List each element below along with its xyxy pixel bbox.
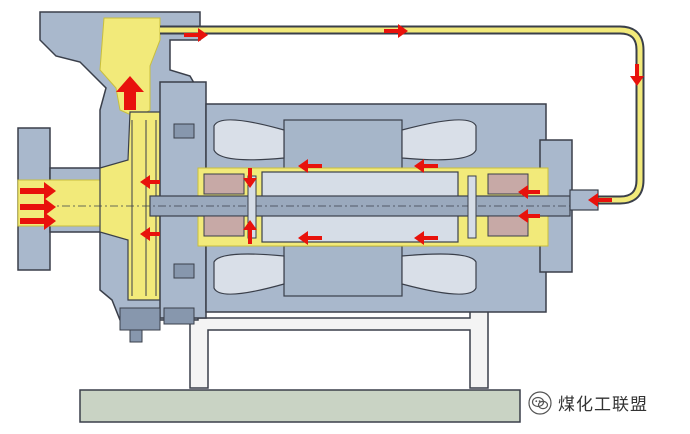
return-pipe-fluid xyxy=(160,27,643,203)
flow-arrow xyxy=(243,220,257,244)
flow-arrow xyxy=(384,24,408,38)
flow-arrow xyxy=(298,231,322,245)
flow-arrow xyxy=(414,159,438,173)
bearings xyxy=(203,173,529,237)
watermark-text: 煤化工联盟 xyxy=(558,395,648,415)
base-plate xyxy=(79,389,521,423)
flow-arrow xyxy=(588,193,612,207)
flow-arrow xyxy=(140,175,160,189)
flow-arrow xyxy=(243,168,257,188)
flow-arrow xyxy=(518,185,540,199)
flow-arrows xyxy=(20,24,644,245)
stator-windings xyxy=(213,119,477,295)
flow-arrow xyxy=(20,182,56,200)
flow-arrow xyxy=(184,28,208,42)
watermark: 煤化工联盟 xyxy=(528,390,648,415)
stator-core xyxy=(283,119,403,297)
drain-plug xyxy=(129,329,143,343)
wechat-icon xyxy=(528,390,552,415)
bolts xyxy=(119,123,195,331)
flow-arrow xyxy=(20,198,56,216)
flow-arrow xyxy=(140,227,160,241)
flow-arrow xyxy=(630,64,644,86)
flow-arrow xyxy=(116,76,144,110)
flow-arrow xyxy=(20,212,56,230)
flow-arrow xyxy=(518,209,540,223)
flow-arrow xyxy=(414,231,438,245)
flow-arrow xyxy=(298,159,322,173)
